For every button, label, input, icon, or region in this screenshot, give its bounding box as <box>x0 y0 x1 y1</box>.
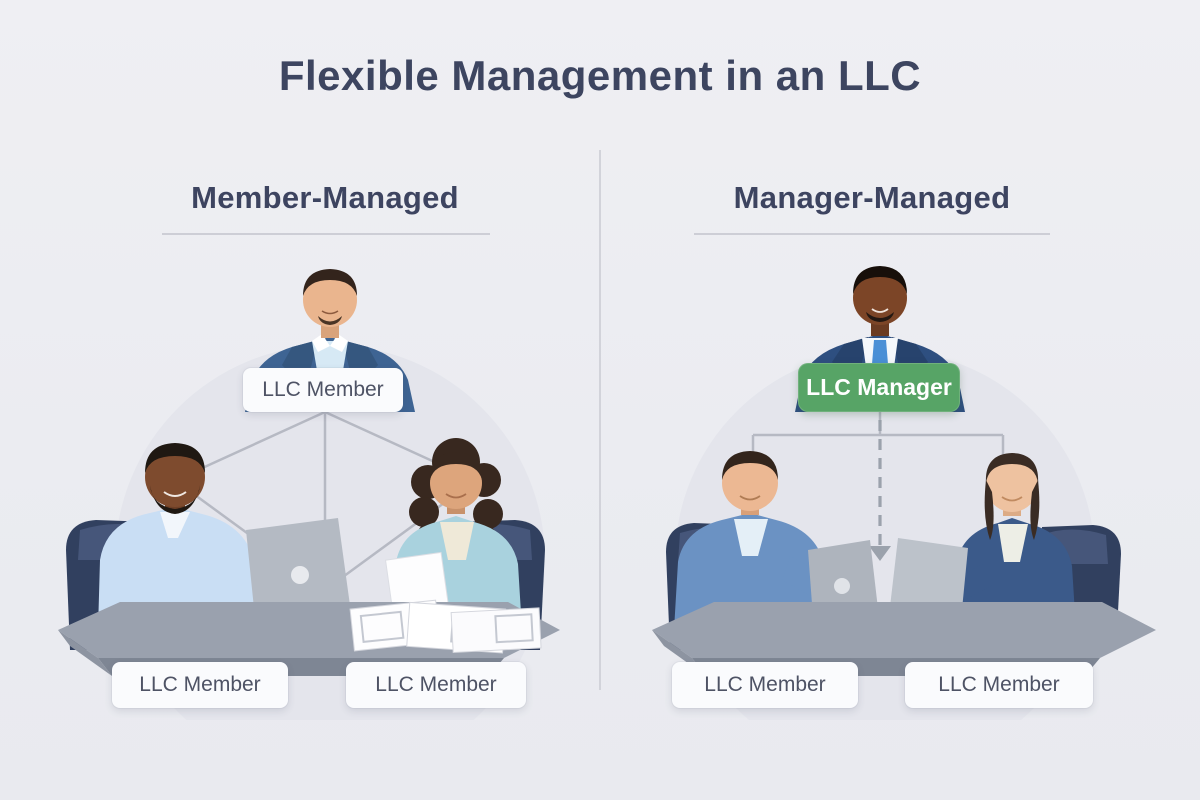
member-managed-underline <box>162 233 490 235</box>
manager-managed-heading: Manager-Managed <box>733 180 1011 215</box>
manager-badge: LLC Manager <box>798 363 960 412</box>
page-title: Flexible Management in an LLC <box>278 52 922 99</box>
panel-divider <box>599 150 601 690</box>
member-top-label: LLC Member <box>243 368 403 412</box>
manager-bottom-label-1: LLC Member <box>672 662 858 708</box>
documents-on-table <box>349 599 542 654</box>
member-bottom-label-1: LLC Member <box>112 662 288 708</box>
member-managed-illustration <box>58 269 560 720</box>
manager-managed-underline <box>694 233 1050 235</box>
member-managed-heading: Member-Managed <box>191 180 459 215</box>
manager-bottom-label-2: LLC Member <box>905 662 1093 708</box>
manager-authority-arrow <box>869 420 891 561</box>
member-bottom-label-2: LLC Member <box>346 662 526 708</box>
manager-managed-illustration <box>652 266 1156 720</box>
